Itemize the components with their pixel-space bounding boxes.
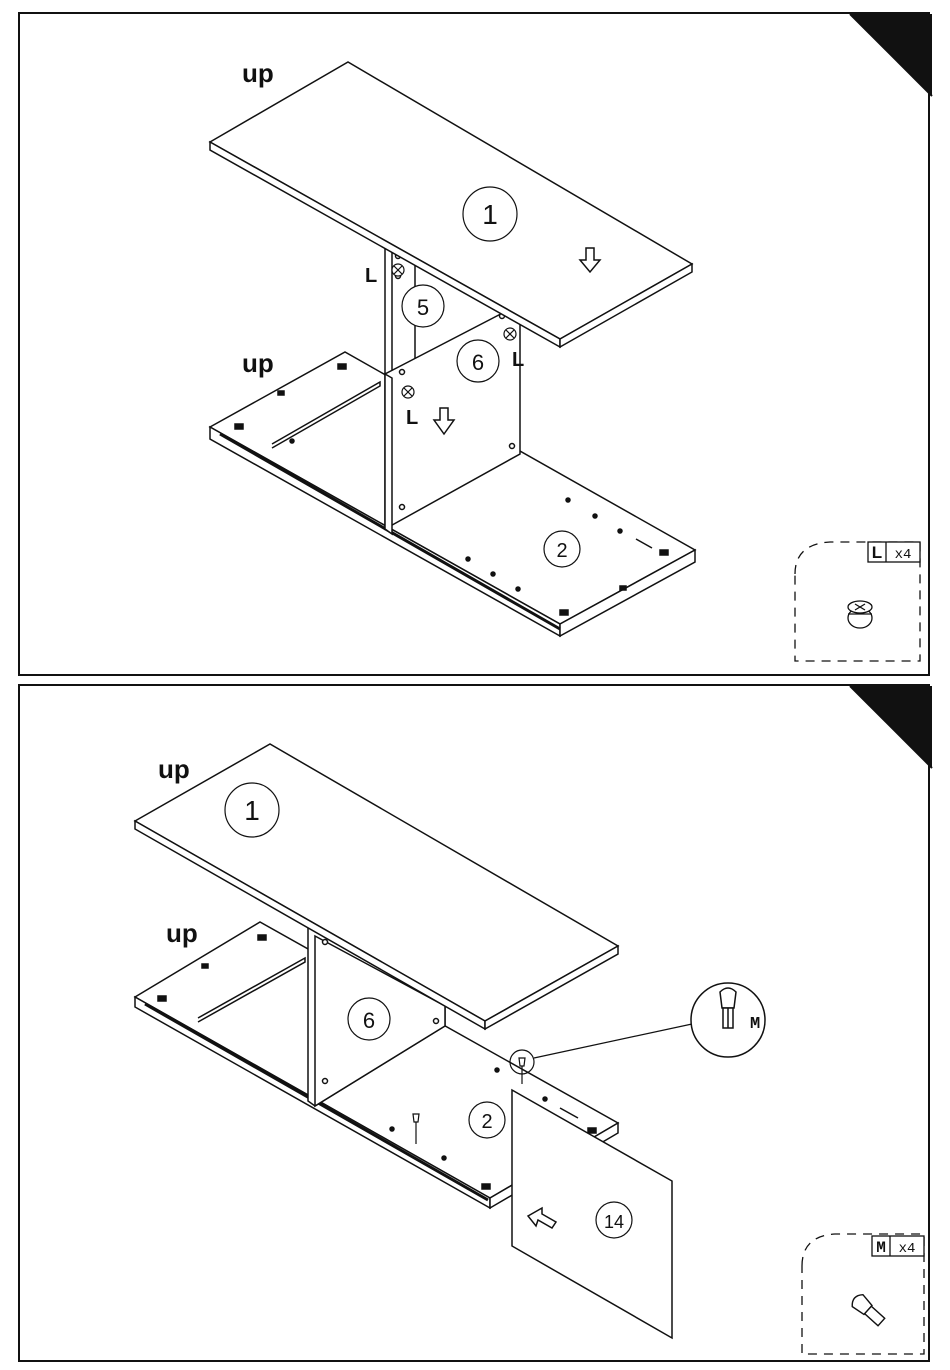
part-number-divider: 6 (472, 350, 484, 375)
callout-fitting-letter: L (872, 543, 882, 562)
fitting-label: L (512, 349, 524, 371)
orientation-label-up: up (242, 58, 274, 88)
cam-lock-icon (848, 601, 872, 628)
part-number-bottom: 2 (556, 540, 567, 562)
orientation-label-up: up (166, 918, 198, 948)
part-number-back: 14 (604, 1212, 624, 1232)
part-number-divider: 6 (363, 1008, 375, 1033)
part-number-top: 1 (482, 199, 498, 230)
assembly-step-2-panel: M 1 6 2 14 up up M x4 (18, 684, 930, 1362)
top-board-1 (210, 62, 692, 347)
fitting-label: L (365, 265, 377, 287)
callout-fitting-letter: M (876, 1239, 886, 1257)
orientation-label-up: up (242, 348, 274, 378)
fitting-label: M (750, 1015, 760, 1034)
part-number-top: 1 (244, 795, 260, 826)
orientation-label-up: up (158, 754, 190, 784)
pin-icon (720, 988, 736, 1028)
part-number-side: 5 (417, 295, 429, 320)
pin-icon (849, 1292, 886, 1328)
assembly-step-1-diagram: 1 5 6 2 up up L L L L x4 (20, 14, 932, 678)
assembly-step-2-diagram: M 1 6 2 14 up up M x4 (20, 686, 932, 1364)
part-number-bottom: 2 (481, 1111, 492, 1133)
callout-fitting-quantity: x4 (895, 547, 912, 563)
callout-fitting-quantity: x4 (899, 1241, 916, 1257)
fitting-label: L (406, 407, 418, 429)
assembly-step-1-panel: 1 5 6 2 up up L L L L x4 (18, 12, 930, 676)
